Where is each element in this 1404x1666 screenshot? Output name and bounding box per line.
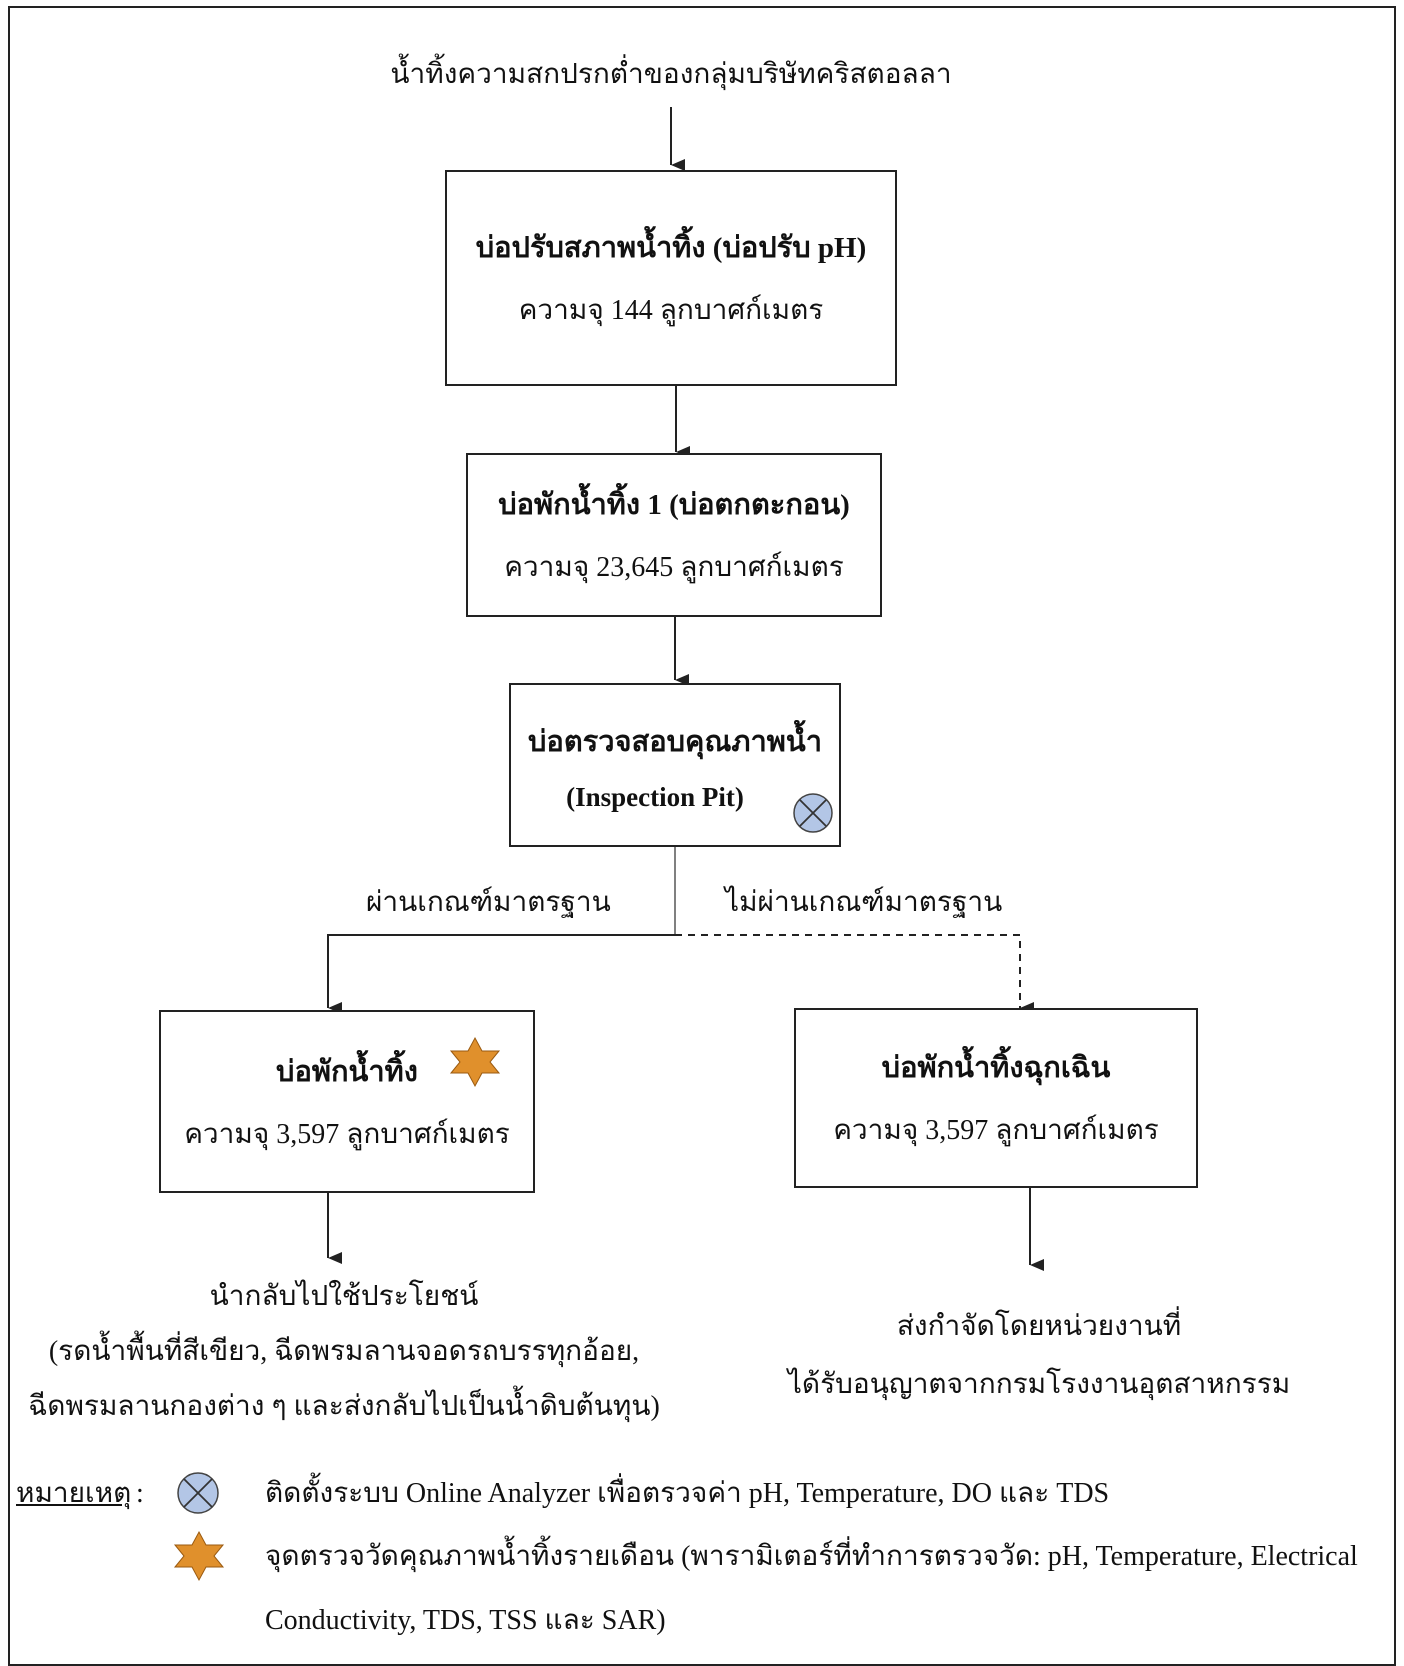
legend-label: หมายเหตุ — [16, 1478, 132, 1509]
legend-monthly-line2: Conductivity, TDS, TSS และ SAR) — [265, 1605, 666, 1636]
pass-branch-label: ผ่านเกณฑ์มาตรฐาน — [366, 887, 611, 918]
reuse-line2: (รดน้ำพื้นที่สีเขียว, ฉีดพรมลานจอดรถบรรท… — [48, 1336, 640, 1367]
reuse-line3: ฉีดพรมลานกองต่าง ๆ และส่งกลับไปเป็นน้ำดิ… — [28, 1391, 660, 1422]
source-label: น้ำทิ้งความสกปรกต่ำของกลุ่มบริษัทคริสตอล… — [390, 59, 952, 90]
fail-branch-label: ไม่ผ่านเกณฑ์มาตรฐาน — [725, 887, 1003, 918]
holding-pond-1-title: บ่อพักน้ำทิ้ง 1 (บ่อตกตะกอน) — [498, 489, 850, 521]
ph-pond-title: บ่อปรับสภาพน้ำทิ้ง (บ่อปรับ pH) — [475, 232, 867, 264]
inspection-pit-subtitle: (Inspection Pit) — [566, 781, 744, 812]
ph-pond-capacity: ความจุ 144 ลูกบาศก์เมตร — [518, 295, 824, 326]
inspection-pit-title: บ่อตรวจสอบคุณภาพน้ำ — [528, 725, 822, 758]
holding-pond-box: บ่อพักน้ำทิ้ง ความจุ 3,597 ลูกบาศก์เมตร — [159, 1010, 535, 1193]
emergency-pond-title: บ่อพักน้ำทิ้งฉุกเฉิน — [881, 1052, 1111, 1084]
holding-pond-title: บ่อพักน้ำทิ้ง — [276, 1055, 418, 1088]
reuse-line1: นำกลับไปใช้ประโยชน์ — [209, 1281, 479, 1312]
holding-pond-capacity: ความจุ 3,597 ลูกบาศก์เมตร — [184, 1118, 510, 1150]
ph-adjustment-pond-box: บ่อปรับสภาพน้ำทิ้ง (บ่อปรับ pH) ความจุ 1… — [445, 170, 897, 386]
emergency-pond-capacity: ความจุ 3,597 ลูกบาศก์เมตร — [833, 1115, 1159, 1146]
arrow-pass-branch — [327, 934, 675, 1014]
holding-pond-1-capacity: ความจุ 23,645 ลูกบาศก์เมตร — [504, 552, 844, 583]
legend-monthly-line1: จุดตรวจวัดคุณภาพน้ำทิ้งรายเดือน (พารามิเ… — [265, 1541, 1358, 1572]
circle-x-icon — [177, 1472, 219, 1514]
star-icon — [449, 1036, 501, 1088]
holding-pond-1-box: บ่อพักน้ำทิ้ง 1 (บ่อตกตะกอน) ความจุ 23,6… — [466, 453, 882, 617]
inspection-pit-box: บ่อตรวจสอบคุณภาพน้ำ (Inspection Pit) — [509, 683, 841, 847]
emergency-pond-box: บ่อพักน้ำทิ้งฉุกเฉิน ความจุ 3,597 ลูกบาศ… — [794, 1008, 1198, 1188]
disposal-line2: ได้รับอนุญาตจากกรมโรงงานอุตสาหกรรม — [787, 1369, 1291, 1400]
circle-x-icon — [793, 793, 833, 833]
star-icon — [173, 1530, 225, 1582]
arrow-fail-branch — [675, 934, 1034, 1014]
legend-separator: : — [136, 1478, 144, 1509]
disposal-line1: ส่งกำจัดโดยหน่วยงานที่ — [896, 1311, 1182, 1342]
legend-online-analyzer: ติดตั้งระบบ Online Analyzer เพื่อตรวจค่า… — [265, 1478, 1110, 1509]
